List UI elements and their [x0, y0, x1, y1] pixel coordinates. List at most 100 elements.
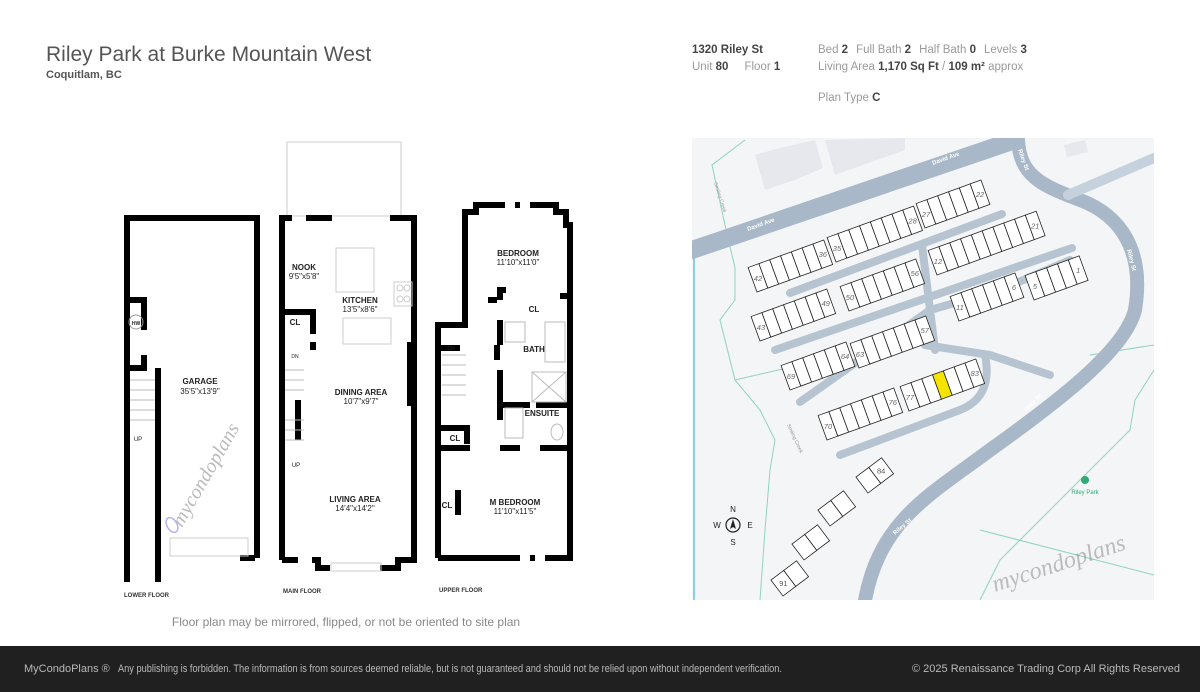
label-lower-up: UP — [134, 437, 142, 443]
unit-cell[interactable] — [904, 258, 926, 288]
label-bedroom-dim: 11'10"x11'0" — [497, 258, 540, 267]
approx-label: approx — [988, 61, 1024, 73]
duplex-block: 91 — [770, 560, 810, 597]
unit-cell[interactable] — [914, 315, 936, 345]
label-bedroom: BEDROOM — [497, 249, 539, 258]
unit-number: 11 — [956, 303, 964, 312]
street-label-riley-st-2: Riley St — [1125, 249, 1136, 272]
compass-s: S — [730, 538, 735, 547]
unit-cell[interactable] — [1024, 210, 1046, 241]
compass-e: E — [747, 521, 752, 530]
full-bath-value: 2 — [904, 44, 912, 56]
unit-number: 83 — [971, 369, 980, 378]
unit-cell[interactable] — [882, 387, 904, 417]
watermark-text: mycondoplans — [167, 419, 244, 530]
patio-outline — [286, 141, 402, 217]
unit-row: 51 — [1024, 255, 1089, 301]
unit-cell[interactable] — [969, 179, 991, 209]
label-main-cl: CL — [290, 318, 301, 327]
label-upper-dn: DN — [447, 346, 455, 352]
label-mbedroom: M BEDROOM — [490, 498, 541, 507]
duplex-block — [791, 524, 831, 561]
label-upper-floor: UPPER FLOOR — [439, 588, 483, 594]
unit-cell[interactable] — [868, 457, 895, 484]
unit-row: 43 49 — [750, 288, 837, 342]
lower-stairs — [130, 379, 155, 421]
lane-connector — [918, 241, 939, 354]
compass-icon — [725, 517, 741, 533]
label-living: LIVING AREA — [329, 495, 380, 504]
label-garage: GARAGE — [182, 377, 218, 386]
park-label: Riley Park — [1071, 490, 1099, 496]
unit-number: 76 — [889, 398, 898, 407]
footer-copyright: © 2025 Renaissance Trading Corp All Righ… — [912, 663, 1180, 675]
floor-label: Floor — [744, 61, 771, 73]
label-nook: NOOK — [292, 263, 316, 272]
unit-number: 28 — [907, 216, 917, 225]
park-icon — [1081, 476, 1089, 484]
label-dining: DINING AREA — [335, 388, 388, 397]
living-area-label: Living Area — [818, 61, 875, 73]
unit-number: 12 — [934, 257, 943, 266]
main-stairs — [285, 369, 304, 441]
unit-cell[interactable] — [783, 560, 810, 587]
label-garage-dim: 35'5"x13'9" — [180, 387, 220, 396]
page-title: Riley Park at Burke Mountain West — [46, 43, 372, 66]
floor-plan: HW GARAGE 35'5"x13'9" UP NOOK 9'5"x5'8" … — [124, 141, 573, 599]
unit-number: 1 — [1076, 266, 1080, 275]
watermark: mycondoplans — [165, 419, 244, 534]
location: Coquitlam, BC — [46, 69, 122, 81]
label-bath: BATH — [523, 345, 545, 354]
unit-number: 69 — [787, 372, 796, 381]
creek-lines — [711, 139, 1154, 600]
unit-cell[interactable] — [964, 358, 986, 388]
unit-number: 49 — [822, 299, 831, 308]
lane-5 — [836, 351, 991, 459]
bath-fixtures — [504, 321, 567, 441]
label-ensuite: ENSUITE — [525, 409, 560, 418]
duplex-block: 84 — [855, 457, 895, 494]
label-main-dn: DN — [291, 354, 299, 360]
map-buildings — [755, 138, 1088, 190]
label-hall-cl: CL — [450, 434, 461, 443]
road-branch — [1063, 153, 1154, 200]
unit-cell[interactable] — [1067, 255, 1089, 285]
label-mbed-cl: CL — [442, 501, 453, 510]
unit-cell[interactable] — [830, 490, 857, 517]
watermark-logo-icon — [165, 516, 179, 534]
unit-value: 80 — [715, 61, 729, 73]
garage-door — [169, 537, 249, 557]
label-main-floor: MAIN FLOOR — [283, 589, 322, 595]
address: 1320 Riley St — [692, 44, 763, 56]
floor-value: 1 — [773, 61, 781, 73]
label-hw: HW — [132, 321, 141, 327]
unit-row: 116 — [949, 272, 1025, 322]
levels-label: Levels — [984, 44, 1018, 56]
unit-cell[interactable] — [815, 288, 837, 318]
plan-type-label: Plan Type — [818, 92, 869, 104]
unit-number: 64 — [841, 352, 849, 361]
upper-floor-walls — [435, 202, 573, 561]
kitchen-fixtures — [335, 247, 413, 345]
duplex-block — [817, 490, 857, 527]
unit-number: 22 — [975, 190, 985, 199]
unit-cell[interactable] — [812, 239, 834, 269]
footer-brand: MyCondoPlans ® — [24, 663, 110, 675]
compass-n: N — [730, 505, 736, 514]
half-bath-label: Half Bath — [919, 44, 967, 56]
unit-cell[interactable] — [902, 205, 923, 235]
unit-cell[interactable] — [1003, 272, 1025, 302]
unit-number: 43 — [757, 323, 766, 332]
unit-cell[interactable] — [804, 524, 831, 551]
lane-2 — [771, 244, 1076, 354]
road-david-ave — [692, 138, 1024, 259]
unit-cell[interactable] — [834, 341, 856, 371]
lane-4 — [921, 341, 1054, 379]
half-bath-value: 0 — [969, 44, 976, 56]
